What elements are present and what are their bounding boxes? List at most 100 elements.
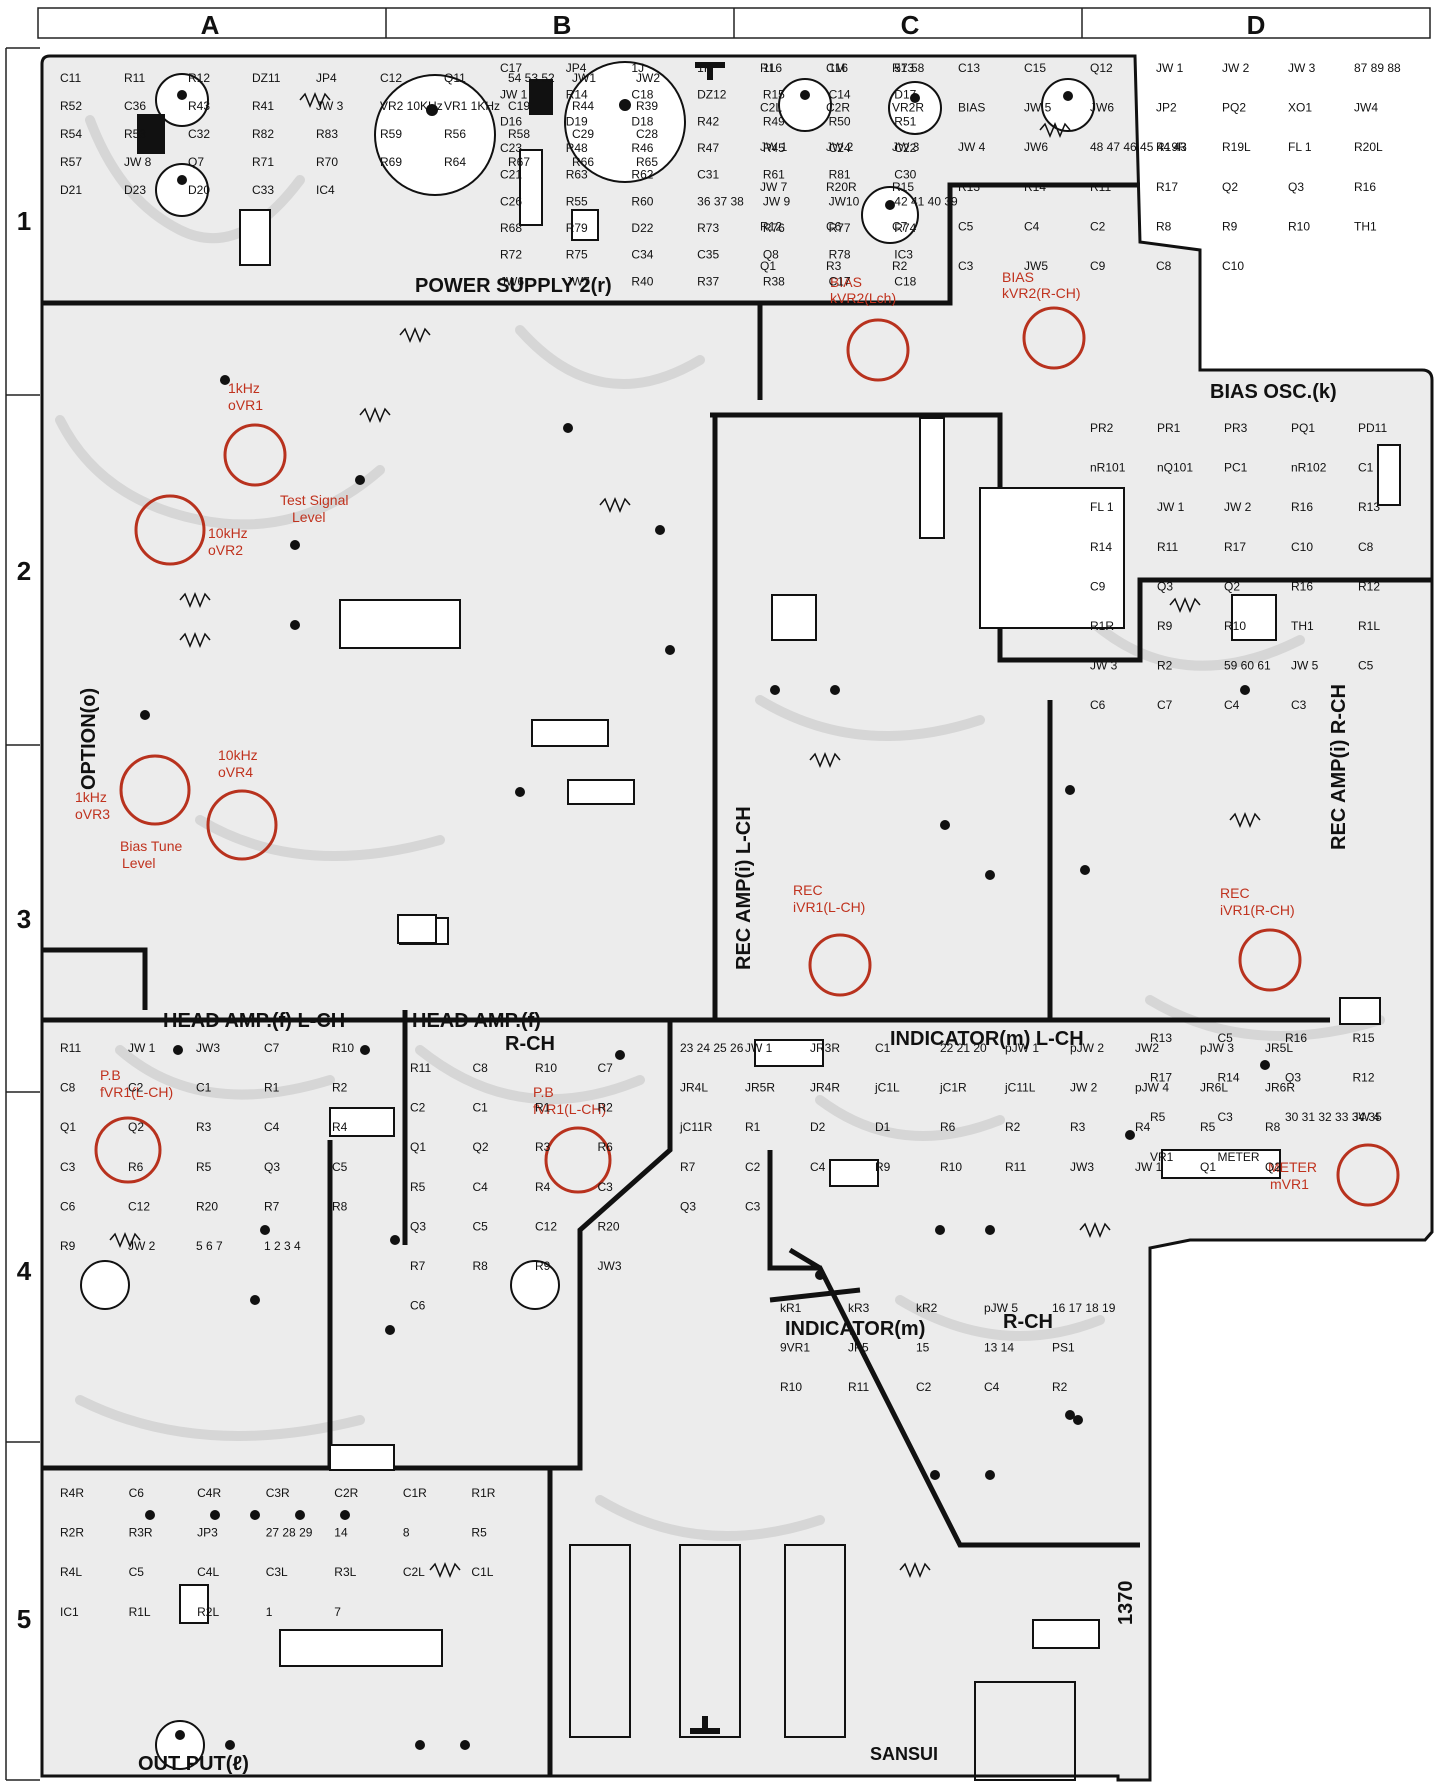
- component-label: JW 1: [500, 88, 528, 102]
- component-label: R37: [697, 274, 719, 288]
- component-label: R5: [196, 1160, 212, 1174]
- label-bias-l-1: BIAS: [830, 274, 862, 290]
- component-label: R1R: [471, 1486, 495, 1500]
- component-label: C2R: [826, 101, 850, 115]
- component-label: R9: [875, 1160, 891, 1174]
- trimmer-meter: [1336, 1143, 1400, 1207]
- component-label: R69: [380, 155, 402, 169]
- section-bias-osc: BIAS OSC.(k): [1210, 381, 1337, 403]
- component-label: C2L: [403, 1565, 425, 1579]
- component-label: PR3: [1224, 421, 1248, 435]
- component-label: R68: [500, 221, 522, 235]
- label-bias-tune-1: Bias Tune: [120, 838, 182, 854]
- trimmer-ovr1: [223, 423, 287, 487]
- label-bias-l-2: kVR2(Lch): [830, 290, 896, 306]
- component-label: R17: [1150, 1071, 1172, 1085]
- capacitor-c17: [374, 74, 496, 196]
- component-label: jC11R: [679, 1120, 713, 1134]
- component-label: 57 58: [894, 61, 924, 75]
- component-label: Q3: [410, 1219, 426, 1233]
- component-label: C7: [598, 1061, 614, 1075]
- trace-texture: [55, 115, 1385, 1541]
- component-label: R66: [572, 155, 594, 169]
- component-label: R55: [566, 194, 588, 208]
- component-label: D21: [60, 183, 82, 197]
- component-label: R14: [1090, 540, 1112, 554]
- component-label: 59 60 61: [1224, 659, 1271, 673]
- grid-row-5: 5: [17, 1604, 31, 1634]
- component-label: D22: [631, 221, 653, 235]
- component-label: R41: [252, 99, 274, 113]
- component-label: C8: [1156, 259, 1172, 273]
- component-label: JW 1: [745, 1041, 773, 1055]
- component-label: C30: [894, 168, 916, 182]
- label-pb-r-2: fVR1(L-CH): [533, 1101, 606, 1117]
- component-label: C8: [60, 1081, 76, 1095]
- component-label: R61: [763, 168, 785, 182]
- component-label: PQ1: [1291, 421, 1315, 435]
- component-label: C12: [535, 1219, 557, 1233]
- small-component-markers: [109, 92, 1261, 1578]
- component-label: R67: [508, 155, 530, 169]
- component-label: R19L: [1222, 140, 1251, 154]
- component-label: R2: [332, 1081, 348, 1095]
- component-label: C15: [1024, 61, 1046, 75]
- label-rec-r-2: iVR1(R-CH): [1220, 902, 1295, 918]
- component-label: R20: [196, 1199, 218, 1213]
- component-label: R51: [894, 114, 916, 128]
- component-label: C18: [894, 274, 916, 288]
- component-label: C26: [500, 194, 522, 208]
- component-label: C4: [810, 1160, 826, 1174]
- component-label: 22 21 20: [940, 1041, 987, 1055]
- component-label: Q3: [680, 1199, 696, 1213]
- component-label: R1L: [129, 1605, 151, 1619]
- component-label: Q2: [128, 1120, 144, 1134]
- component-label: Q8: [763, 248, 779, 262]
- component-label: D23: [124, 183, 146, 197]
- component-label: R16: [1291, 500, 1313, 514]
- label-pb-l-2: fVR1(L-CH): [100, 1084, 173, 1100]
- component-label: C5: [1358, 659, 1374, 673]
- component-label: 8: [403, 1526, 410, 1540]
- component-label: R73: [697, 221, 719, 235]
- component-label: JW 1: [1157, 500, 1185, 514]
- component-label: 87 89 88: [1354, 61, 1401, 75]
- component-label: R53: [124, 127, 146, 141]
- component-label: nR101: [1090, 461, 1126, 475]
- component-label: C2: [916, 1380, 932, 1394]
- component-label: R15: [1353, 1031, 1375, 1045]
- component-label: R82: [252, 127, 274, 141]
- component-label: R19R: [1156, 140, 1187, 154]
- component-label: R11: [848, 1380, 869, 1394]
- section-rec-amp-r: REC AMP(i) R-CH: [1328, 684, 1350, 850]
- component-label: C28: [636, 127, 658, 141]
- component-label: JW 5: [1024, 101, 1052, 115]
- component-label: R9: [535, 1259, 551, 1273]
- component-label: R4: [332, 1120, 348, 1134]
- component-label: R8: [332, 1199, 348, 1213]
- component-label: pJW 4: [1135, 1081, 1169, 1095]
- component-label: JR5L: [1265, 1041, 1293, 1055]
- component-label: Q3: [1157, 579, 1173, 593]
- component-label: VR2 10KHz: [380, 99, 443, 113]
- ic3-outline: [339, 599, 461, 649]
- component-label: C3: [598, 1180, 614, 1194]
- component-label: JW3: [1070, 1160, 1094, 1174]
- component-label: JP5: [848, 1341, 869, 1355]
- component-label: XO1: [1288, 101, 1312, 115]
- component-label: C17: [829, 274, 851, 288]
- section-boundaries: [42, 182, 1432, 1776]
- component-label: C24: [829, 141, 851, 155]
- trimmer-ovr2: [134, 494, 206, 566]
- component-label: PR2: [1090, 421, 1114, 435]
- component-label: R42: [697, 114, 719, 128]
- component-label: pJW 3: [1200, 1041, 1234, 1055]
- component-label: R76: [763, 221, 785, 235]
- label-ovr4-2: oVR4: [218, 764, 253, 780]
- component-label: JW 2: [128, 1239, 156, 1253]
- component-label: JR6L: [1200, 1081, 1228, 1095]
- component-label: R17: [1156, 180, 1178, 194]
- grid-col-c: C: [901, 10, 920, 40]
- component-label: JW 2: [1070, 1081, 1098, 1095]
- component-label: R9: [60, 1239, 76, 1253]
